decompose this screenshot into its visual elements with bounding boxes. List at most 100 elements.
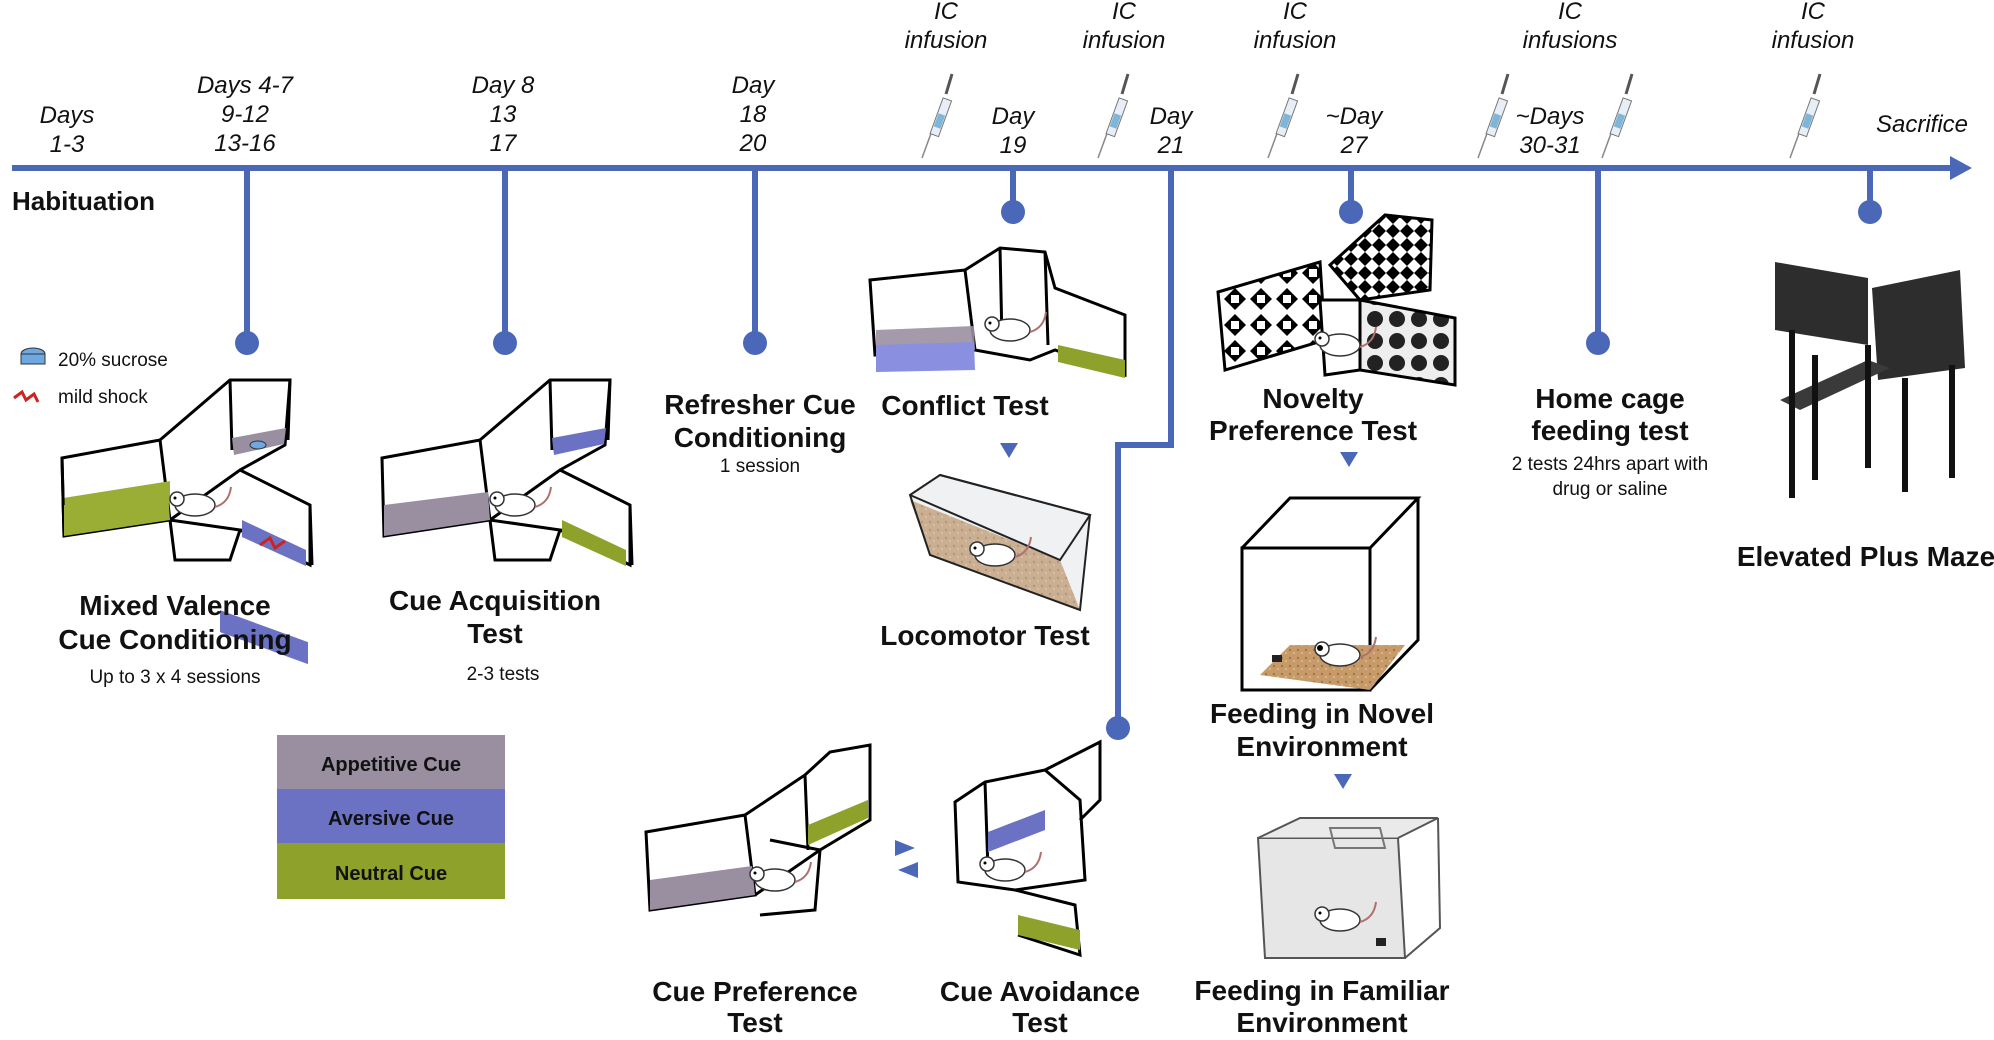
reward-legend: 20% sucrose mild shock [13, 347, 168, 408]
neutral-cue-strip [1018, 915, 1080, 950]
day-label-4-l3: 20 [739, 130, 767, 157]
conflict-title: Conflict Test [881, 390, 1048, 421]
dot-novelty [1339, 200, 1363, 224]
rat-icon [984, 311, 1047, 342]
day-label-3-l2: 13 [490, 101, 517, 128]
cue-color-legend: Appetitive Cue Aversive Cue Neutral Cue [277, 735, 505, 899]
mixed-title-1: Mixed Valence [79, 590, 270, 621]
flow-arrow-right [895, 840, 915, 856]
sucrose-label: 20% sucrose [58, 350, 168, 371]
timeline-arrowhead [1950, 156, 1972, 180]
elevated-plus-maze-illustration [1775, 262, 1965, 498]
infusion-label-4-l1: IC [1558, 0, 1583, 25]
mixed-subtitle: Up to 3 x 4 sessions [89, 667, 260, 688]
day-label-4-l1: Day [732, 72, 777, 99]
dot-cue-tests [1106, 716, 1130, 740]
day-label-6-l1: Day [1150, 103, 1195, 130]
epm-title: Elevated Plus Maze [1737, 541, 1994, 572]
dot-mixed [235, 331, 259, 355]
day-label-6-l2: 21 [1157, 132, 1185, 159]
neutral-cue-strip [64, 492, 170, 536]
infusion-label-1-l2: infusion [905, 27, 988, 54]
infusion-label-2-l1: IC [1112, 0, 1137, 25]
day-label-1-l1: Days [40, 102, 95, 129]
infusion-label-2-l2: infusion [1083, 27, 1166, 54]
mixed-title-2: Cue Conditioning [58, 624, 291, 655]
sucrose-cup-body [20, 353, 46, 365]
novel-feeding-title-2: Environment [1236, 731, 1407, 762]
homecage-title-2: feeding test [1531, 415, 1688, 446]
syringe-icon [920, 72, 954, 160]
homecage-subtitle-1: 2 tests 24hrs apart with [1512, 454, 1708, 475]
infusion-label-1-l1: IC [934, 0, 959, 25]
infusion-label-4-l2: infusions [1523, 27, 1618, 54]
day-label-8-l2: 30-31 [1519, 132, 1580, 159]
rat-icon [489, 486, 552, 517]
day-label-2-l1: Days 4-7 [197, 72, 295, 99]
acquisition-title-2: Test [467, 618, 523, 649]
aversive-cue-strip [552, 428, 606, 455]
avoidance-title-1: Cue Avoidance [940, 976, 1140, 1007]
day-label-1-l2: 1-3 [50, 131, 85, 158]
syringe-icon [1788, 72, 1822, 160]
legend-appetitive-label: Appetitive Cue [321, 754, 461, 776]
avoidance-title-2: Test [1012, 1007, 1068, 1035]
syringe-icon [1476, 72, 1510, 160]
connector-dots [235, 200, 1882, 740]
day-label-7-l2: 27 [1340, 132, 1369, 159]
day-label-2-l2: 9-12 [221, 101, 269, 128]
familiar-feeding-cage-illustration [1256, 817, 1442, 959]
aversive-cue-strip [876, 342, 975, 372]
food-pellet-icon [1272, 655, 1282, 662]
main-timeline [12, 156, 1972, 180]
shock-grid-icon [259, 535, 286, 551]
neutral-cue-strip [562, 520, 626, 566]
novelty-maze-illustration [1216, 213, 1457, 387]
flow-arrow-down [1334, 774, 1352, 789]
timeline-connectors [244, 168, 1873, 728]
neutral-cue-strip [1058, 345, 1125, 378]
rat-icon [749, 861, 812, 892]
locomotor-box-illustration [908, 473, 1092, 612]
novel-feeding-title-1: Feeding in Novel [1210, 698, 1434, 729]
infusion-label-3-l1: IC [1283, 0, 1308, 25]
day-label-8-l1: ~Days [1516, 103, 1585, 130]
homecage-title-1: Home cage [1535, 383, 1684, 414]
appetitive-cue-strip [384, 492, 490, 536]
novel-feeding-box-illustration [1240, 496, 1422, 692]
novelty-title-2: Preference Test [1209, 415, 1417, 446]
appetitive-cue-strip [650, 866, 755, 910]
infusion-label-5-l2: infusion [1772, 27, 1855, 54]
test-titles: Mixed Valence Cue Conditioning Up to 3 x… [58, 383, 1994, 1038]
legend-aversive-label: Aversive Cue [328, 808, 454, 830]
dot-refresher [743, 331, 767, 355]
legend-neutral-label: Neutral Cue [335, 863, 447, 885]
dot-acquisition [493, 331, 517, 355]
preference-title-1: Cue Preference [652, 976, 857, 1007]
familiar-feeding-title-1: Feeding in Familiar [1194, 975, 1449, 1006]
shock-icon [13, 389, 40, 403]
habituation-label: Habituation [12, 186, 155, 216]
day-label-4-l2: 18 [740, 101, 767, 128]
novelty-title-1: Novelty [1262, 383, 1364, 414]
acquisition-subtitle: 2-3 tests [467, 664, 540, 685]
flow-arrow-left [898, 862, 918, 878]
flow-arrow-down [1000, 443, 1018, 458]
infusion-label-5-l1: IC [1801, 0, 1826, 25]
syringe-icon [1266, 72, 1300, 160]
neutral-cue-strip [808, 800, 868, 845]
day-label-2-l3: 13-16 [214, 130, 276, 157]
familiar-feeding-title-2: Environment [1236, 1007, 1407, 1035]
dot-epm [1858, 200, 1882, 224]
connector-day21 [1115, 168, 1174, 728]
sacrifice-label: Sacrifice [1876, 111, 1968, 138]
food-pellet-icon [1376, 938, 1386, 946]
rat-icon [169, 486, 232, 517]
infusion-labels: IC infusion IC infusion IC infusion IC i… [905, 0, 1855, 54]
syringe-icon [1096, 72, 1130, 160]
legend-neutral-swatch [277, 843, 505, 899]
aversive-cue-strip [988, 810, 1045, 852]
locomotor-title: Locomotor Test [880, 620, 1089, 651]
